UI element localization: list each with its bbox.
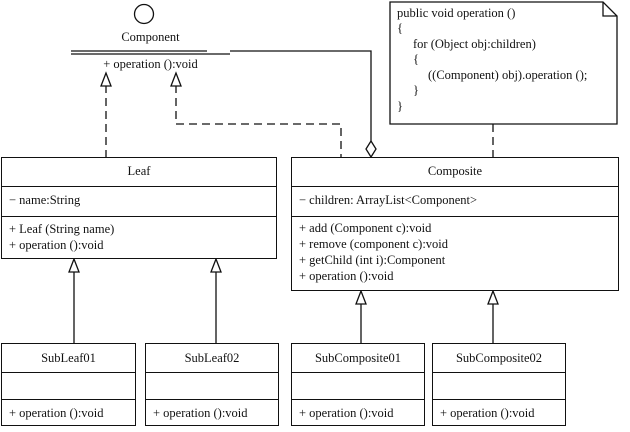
subleaf01-operation: + operation ():void xyxy=(9,406,104,420)
subleaf01-attributes-section xyxy=(2,372,135,399)
leaf-class-name: Leaf xyxy=(127,164,151,178)
note-line-5: ((Component) obj).operation (); xyxy=(428,68,588,82)
subcomposite01-operations-section: + operation ():void xyxy=(292,399,424,425)
subleaf01-operations-section: + operation ():void xyxy=(2,399,135,425)
subcomposite01-generalization-arrow-icon xyxy=(355,289,367,305)
subcomposite02-class-name: SubComposite02 xyxy=(455,351,543,365)
subcomposite02-class: SubComposite02 + operation ():void xyxy=(432,343,566,426)
note-line-7: } xyxy=(397,99,403,113)
subcomposite02-generalization-arrow-icon xyxy=(487,289,499,305)
note-shape xyxy=(389,1,618,125)
subcomposite01-operation: + operation ():void xyxy=(299,406,394,420)
subleaf01-class: SubLeaf01 + operation ():void xyxy=(1,343,136,426)
note-fold xyxy=(602,2,617,17)
leaf-operation-1: + Leaf (String name) xyxy=(9,222,115,236)
composite-operations-section: + add (Component c):void + remove (compo… xyxy=(292,216,618,290)
leaf-attribute: − name:String xyxy=(9,193,81,207)
component-operation: + operation ():void xyxy=(103,57,198,71)
leaf-attributes-section: − name:String xyxy=(2,186,276,216)
composite-operation-2: + remove (component c):void xyxy=(299,237,449,251)
subcomposite01-attributes-section xyxy=(292,372,424,399)
subleaf02-class-name: SubLeaf02 xyxy=(184,351,240,365)
interface-circle-icon xyxy=(133,3,155,25)
composite-attribute: − children: ArrayList<Component> xyxy=(299,193,478,207)
subleaf02-attributes-section xyxy=(146,372,278,399)
subleaf01-class-name: SubLeaf01 xyxy=(41,351,96,365)
composite-operation-3: + getChild (int i):Component xyxy=(299,253,446,267)
subleaf02-class: SubLeaf02 + operation ():void xyxy=(145,343,279,426)
leaf-realization-arrow-icon xyxy=(100,71,112,87)
composite-realization-line xyxy=(175,85,342,157)
subleaf02-operation: + operation ():void xyxy=(153,406,248,420)
composite-attributes-section: − children: ArrayList<Component> xyxy=(292,186,618,216)
note-line-6: } xyxy=(413,83,419,97)
note-line-1: public void operation () xyxy=(397,6,516,20)
note-line-4: { xyxy=(413,52,419,66)
subcomposite02-operations-section: + operation ():void xyxy=(433,399,565,425)
component-name: Component xyxy=(121,30,180,44)
aggregation-line xyxy=(230,50,372,141)
composite-operation-1: + add (Component c):void xyxy=(299,221,432,235)
note-line-2: { xyxy=(397,21,403,35)
composite-operation-4: + operation ():void xyxy=(299,269,394,283)
subleaf02-generalization-arrow-icon xyxy=(210,257,222,273)
subcomposite01-class: SubComposite01 + operation ():void xyxy=(291,343,425,426)
subleaf01-generalization-arrow-icon xyxy=(68,257,80,273)
leaf-operations-section: + Leaf (String name) + operation ():void xyxy=(2,216,276,258)
subcomposite02-attributes-section xyxy=(433,372,565,399)
subcomposite01-class-name: SubComposite01 xyxy=(314,351,402,365)
leaf-class: Leaf − name:String + Leaf (String name) … xyxy=(1,157,277,259)
composite-realization-arrow-icon xyxy=(170,71,182,87)
composite-class: Composite − children: ArrayList<Componen… xyxy=(291,157,619,291)
composite-class-name: Composite xyxy=(427,164,483,178)
subcomposite02-operation: + operation ():void xyxy=(440,406,535,420)
note-line-3: for (Object obj:children) xyxy=(413,37,536,51)
aggregation-diamond-icon xyxy=(365,139,377,159)
leaf-operation-2: + operation ():void xyxy=(9,238,104,252)
subleaf02-operations-section: + operation ():void xyxy=(146,399,278,425)
